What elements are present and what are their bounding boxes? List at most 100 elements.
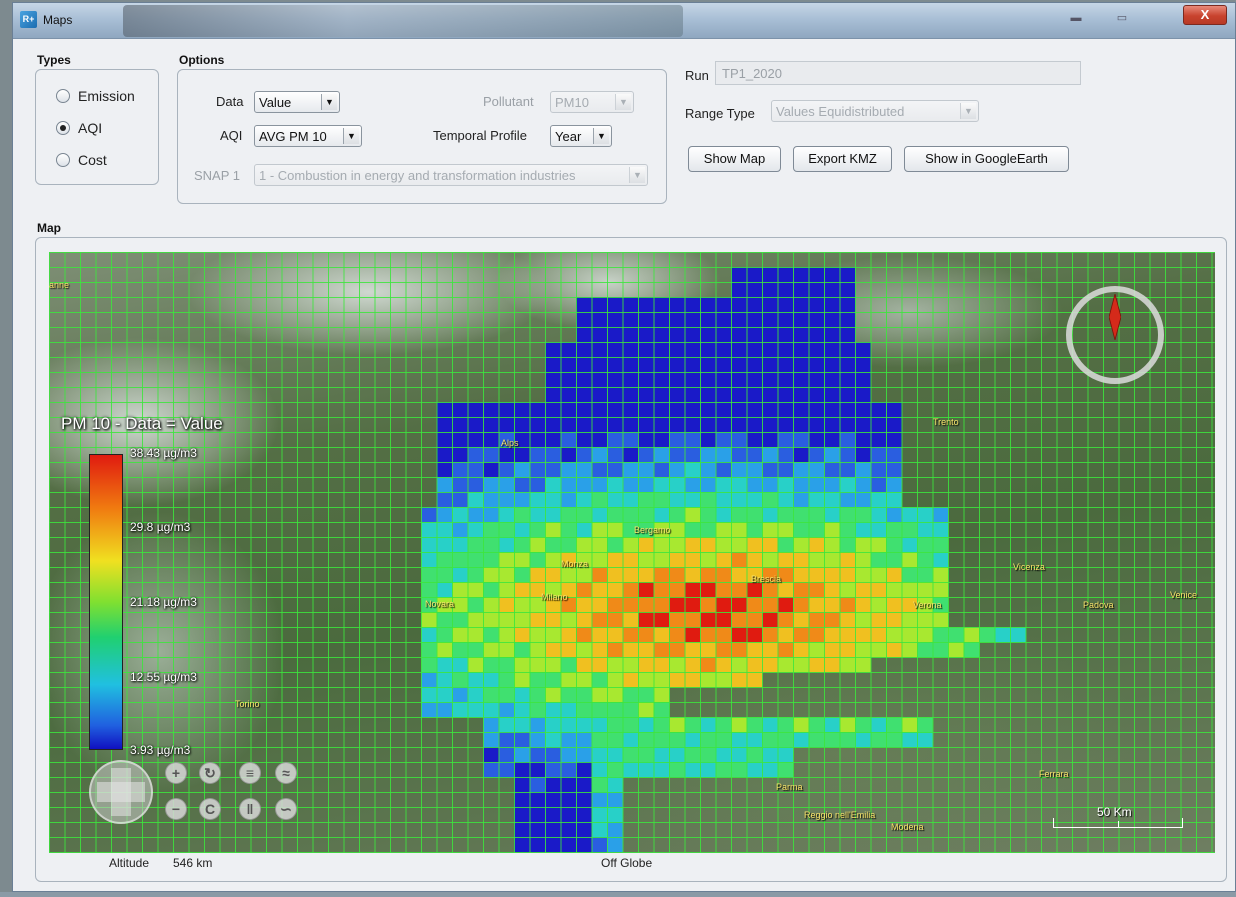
heatmap-cell [622, 717, 639, 733]
heatmap-cell [607, 372, 623, 388]
heatmap-cell [576, 702, 592, 718]
radio-emission[interactable]: Emission [56, 88, 135, 104]
heatmap-cell [514, 402, 530, 418]
close-button[interactable]: X [1183, 5, 1227, 25]
tilt-down-icon[interactable]: ǁ [239, 798, 261, 820]
heatmap-cell [901, 522, 918, 538]
heatmap-cell [808, 492, 825, 508]
range-type-select-arrow-icon[interactable]: ▼ [960, 103, 976, 119]
heatmap-cell [700, 462, 716, 478]
radio-aqi-indicator[interactable] [56, 121, 70, 135]
heatmap-cell [886, 717, 902, 733]
data-select[interactable]: Value ▼ [254, 91, 340, 113]
aqi-select[interactable]: AVG PM 10 ▼ [254, 125, 362, 147]
compass-ring[interactable] [1066, 286, 1164, 384]
exaggerate-icon[interactable]: ≈ [275, 762, 297, 784]
heatmap-cell [901, 732, 918, 748]
heatmap-cell [839, 432, 856, 448]
heatmap-cell [700, 387, 716, 403]
heatmap-cell [746, 732, 763, 748]
radio-emission-indicator[interactable] [56, 89, 70, 103]
heatmap-cell [731, 462, 747, 478]
heatmap-cell [560, 822, 577, 838]
heatmap-cell [684, 447, 701, 463]
heatmap-cell [483, 432, 499, 448]
heatmap-cell [684, 762, 701, 778]
heatmap-cell [700, 522, 716, 538]
heatmap-cell [839, 417, 856, 433]
heatmap-cell [576, 822, 592, 838]
temporal-profile-select-arrow-icon[interactable]: ▼ [593, 128, 609, 144]
heatmap-cell [715, 762, 732, 778]
reset-heading-icon[interactable]: C [199, 798, 221, 820]
radio-cost-indicator[interactable] [56, 153, 70, 167]
heatmap-cell [591, 627, 608, 643]
heatmap-cell [638, 642, 654, 658]
heatmap-cell [731, 747, 747, 763]
heatmap-cell [545, 342, 561, 358]
export-kmz-button[interactable]: Export KMZ [793, 146, 892, 172]
run-field[interactable]: TP1_2020 [715, 61, 1081, 85]
heatmap-cell [576, 297, 592, 313]
heatmap-cell [560, 777, 577, 793]
heatmap-cell [793, 492, 809, 508]
minimize-button[interactable]: ▬ [1070, 12, 1082, 24]
snap-select[interactable]: 1 - Combustion in energy and transformat… [254, 164, 648, 186]
heatmap-cell [545, 792, 561, 808]
pan-control[interactable] [89, 760, 153, 824]
flatten-icon[interactable]: ∽ [275, 798, 297, 820]
heatmap-cell [545, 702, 561, 718]
heatmap-cell [777, 282, 794, 298]
aqi-select-arrow-icon[interactable]: ▼ [343, 128, 359, 144]
heatmap-cell [886, 597, 902, 613]
heatmap-cell [452, 567, 468, 583]
radio-cost[interactable]: Cost [56, 152, 107, 168]
heatmap-cell [855, 342, 871, 358]
heatmap-cell [777, 417, 794, 433]
heatmap-cell [529, 417, 546, 433]
heatmap-cell [731, 477, 747, 493]
heatmap-cell [452, 492, 468, 508]
heatmap-cell [514, 702, 530, 718]
heatmap-cell [700, 297, 716, 313]
heatmap-cell [777, 342, 794, 358]
snap-select-arrow-icon[interactable]: ▼ [629, 167, 645, 183]
heatmap-cell [498, 462, 515, 478]
heatmap-cell [436, 627, 453, 643]
heatmap-cell [870, 612, 887, 628]
zoom-out-icon[interactable]: − [165, 798, 187, 820]
temporal-profile-select[interactable]: Year ▼ [550, 125, 612, 147]
heatmap-cell [591, 582, 608, 598]
range-type-select[interactable]: Values Equidistributed ▼ [771, 100, 979, 122]
heatmap-cell [529, 477, 546, 493]
heatmap-cell [731, 552, 747, 568]
show-in-google-earth-button[interactable]: Show in GoogleEarth [904, 146, 1069, 172]
heatmap-cell [777, 312, 794, 328]
heatmap-cell [777, 552, 794, 568]
aqi-label: AQI [220, 128, 243, 143]
heatmap-cell [824, 417, 840, 433]
pollutant-select[interactable]: PM10 ▼ [550, 91, 634, 113]
zoom-in-icon[interactable]: + [165, 762, 187, 784]
compass-needle-icon[interactable] [1109, 294, 1121, 340]
heatmap-cell [653, 507, 670, 523]
heatmap-cell [638, 297, 654, 313]
heatmap-cell [855, 582, 871, 598]
maximize-button[interactable]: ▭ [1116, 12, 1128, 24]
data-select-arrow-icon[interactable]: ▼ [321, 94, 337, 110]
tilt-up-icon[interactable]: ≡ [239, 762, 261, 784]
heatmap-cell [545, 567, 561, 583]
legend-color-bar [89, 454, 123, 750]
map-view[interactable]: anne Alps Bergamo Monza Brescia Milano N… [49, 252, 1215, 853]
rotate-icon[interactable]: ↻ [199, 762, 221, 784]
heatmap-cell [638, 582, 654, 598]
heatmap-cell [839, 492, 856, 508]
show-map-button[interactable]: Show Map [688, 146, 781, 172]
heatmap-cell [638, 372, 654, 388]
pollutant-select-arrow-icon[interactable]: ▼ [615, 94, 631, 110]
heatmap-cell [731, 417, 747, 433]
heatmap-cell [622, 582, 639, 598]
heatmap-cell [824, 432, 840, 448]
title-bar[interactable]: R+ Maps ▬ ▭ X [13, 3, 1235, 39]
radio-aqi[interactable]: AQI [56, 120, 102, 136]
